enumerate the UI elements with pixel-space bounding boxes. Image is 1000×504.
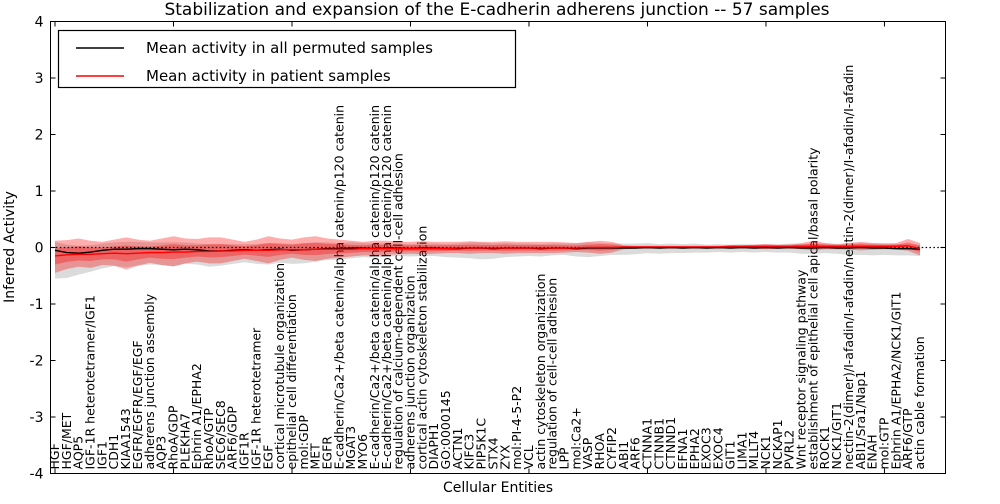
x-tick-label: DIAPH1	[426, 423, 441, 470]
x-tick-label: VASP	[580, 437, 595, 469]
x-tick-label: regulation of calcium-dependent cell-cel…	[391, 153, 406, 469]
x-tick-label: HGF/MET	[59, 412, 74, 469]
x-tick-label: EXOC3	[699, 427, 714, 469]
x-tick-label: establishment of epithelial cell apical/…	[805, 147, 820, 470]
x-tick-label: ENAH	[865, 434, 880, 469]
x-tick-label: AQP3	[154, 436, 169, 470]
x-tick-label: IGF1R	[237, 432, 252, 470]
x-tick-label: mol:GDP	[296, 415, 311, 470]
x-tick-label: EFNA1	[675, 429, 690, 470]
y-tick-label: 4	[35, 15, 44, 31]
y-axis-label: Inferred Activity	[2, 191, 18, 303]
x-tick-label: ARF6/GDP	[225, 406, 240, 470]
y-tick-labels: 4 3 2 1 0 -1 -2 -3 -4	[30, 15, 44, 483]
x-tick-label: ACTN1	[450, 428, 465, 470]
x-tick-label: PVRL2	[782, 430, 797, 470]
x-tick-label: mol:Ca2+	[568, 407, 583, 469]
x-tick-label: PLEKHA7	[177, 413, 192, 470]
x-tick-label: adherens junction organization	[402, 275, 417, 469]
x-tick-label: STX4	[485, 437, 500, 469]
x-tick-label: EGFR/EGFR/EGF/EGF	[130, 340, 145, 469]
x-tick-label: NCK1	[758, 435, 773, 469]
x-tick-label: AQP5	[71, 436, 86, 470]
x-tick-label: regulation of cell-cell adhesion	[545, 278, 560, 470]
x-tick-label: MGAT3	[343, 426, 358, 470]
x-tick-label: MLLT4	[746, 431, 761, 470]
x-tick-label: Wnt receptor signaling pathway	[794, 269, 809, 469]
x-tick-label: Ephrin A1/EPHA2/NCK1/GIT1	[888, 292, 903, 470]
x-tick-label: cortical actin cytoskeleton stabilizatio…	[414, 226, 429, 470]
x-tick-label: KIFC3	[462, 434, 477, 470]
x-tick-label: EGFR	[320, 436, 335, 470]
x-tick-label: IGF-1R heterotetramer/IGF1	[83, 295, 98, 469]
x-tick-label: IGF1	[94, 441, 109, 470]
x-tick-label: CTNND1	[663, 417, 678, 470]
y-tick-label: -2	[30, 354, 44, 370]
permuted-band	[55, 241, 920, 279]
legend-box	[57, 29, 517, 89]
x-tick-label: nectin-2(dimer)/I-afadin/I-afadin/nectin…	[841, 65, 856, 470]
x-tick-label: LIMA1	[734, 432, 749, 470]
x-tick-label: ARF6	[628, 437, 643, 469]
x-tick-label: LPP	[557, 447, 572, 470]
y-tick-label: 0	[35, 241, 44, 257]
x-tick-label: actin cable formation	[912, 336, 927, 469]
x-tick-label: ARF6/GTP	[900, 408, 915, 469]
axis-ticks	[50, 21, 946, 474]
x-tick-label: CTNNB1	[651, 418, 666, 470]
x-tick-label: RhoA/GDP	[165, 405, 180, 469]
x-tick-label: MYO6	[355, 434, 370, 470]
x-tick-label: PIP5K1C	[474, 418, 489, 470]
legend: Mean activity in all permuted samples Me…	[57, 29, 517, 89]
y-tick-label: -4	[30, 467, 44, 483]
x-tick-label: GIT1	[722, 441, 737, 470]
x-tick-label: NCK1/GIT1	[829, 402, 844, 469]
x-tick-label: cortical microtubule organization	[272, 263, 287, 470]
x-tick-label: EPHA2	[687, 428, 702, 469]
x-axis-label: Cellular Entities	[443, 480, 553, 496]
x-tick-label: ABI1/Sra1/Nap1	[853, 371, 868, 470]
x-tick-label: CDH1	[106, 434, 121, 470]
x-tick-label: EXOC4	[711, 427, 726, 469]
x-tick-label: mol:PI-4-5-P2	[509, 386, 524, 470]
chart-title: Stabilization and expansion of the E-cad…	[164, 0, 829, 20]
y-tick-label: 1	[35, 184, 44, 200]
y-tick-label: 3	[35, 71, 44, 87]
patient-mean-line	[54, 245, 921, 257]
y-tick-label: -1	[30, 297, 44, 313]
x-tick-label: RHOA	[592, 433, 607, 470]
x-tick-label: E-cadherin/Ca2+/beta catenin/alpha caten…	[367, 105, 382, 470]
x-tick-label: actin cytoskeleton organization	[533, 274, 548, 470]
x-tick-label: CYFIP2	[604, 427, 619, 470]
legend-label-permuted: Mean activity in all permuted samples	[146, 39, 433, 57]
legend-label-patient: Mean activity in patient samples	[146, 67, 391, 85]
x-tick-label: VCL	[521, 445, 536, 469]
x-tick-label: RhoA/GTP	[201, 408, 216, 470]
x-tick-label: mol:GTP	[876, 417, 891, 469]
x-tick-label: ZYX	[497, 444, 512, 469]
x-tick-label: E-cadherin/Ca2+/beta catenin/alpha caten…	[379, 105, 394, 470]
y-tick-label: -3	[30, 410, 44, 426]
x-tick-label: Ephrin A1/EPHA2	[189, 363, 204, 469]
mean-lines	[54, 245, 921, 257]
x-tick-label: adherens junction assembly	[142, 293, 157, 469]
x-tick-label: E-cadherin/Ca2+/beta catenin/alpha caten…	[331, 105, 346, 470]
x-tick-label: ABI1	[616, 441, 631, 470]
x-tick-label: ROCK1	[817, 426, 832, 469]
x-tick-label: EGF	[260, 445, 275, 470]
patient-band-outer	[55, 236, 920, 273]
x-tick-label: CTNNA1	[639, 418, 654, 470]
x-tick-label: MET	[308, 443, 323, 470]
x-tick-label: NCKAP1	[770, 419, 785, 469]
x-tick-label: SEC6/SEC8	[213, 400, 228, 469]
y-tick-label: 2	[35, 128, 44, 144]
x-tick-label: epithelial cell differentiation	[284, 294, 299, 469]
x-tick-label: KIAA1543	[118, 408, 133, 469]
x-tick-label: GO:0000145	[438, 390, 453, 469]
x-tick-label: IGF-1R heterotetramer	[248, 327, 263, 470]
